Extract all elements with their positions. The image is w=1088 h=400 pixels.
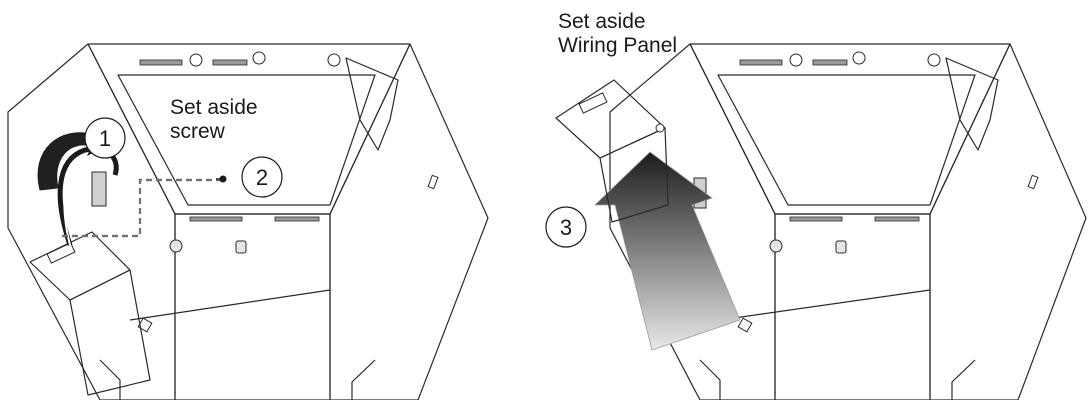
- top-hole-1: [189, 53, 203, 67]
- callout-1-number: 1: [99, 126, 111, 151]
- set-aside-screw-line1: Set aside: [170, 96, 258, 119]
- callout-3-circle: [545, 206, 587, 248]
- back-opening: [117, 74, 376, 206]
- screw-leader: [62, 178, 222, 238]
- cable-connector: [91, 171, 107, 207]
- wiring-panel-installed: [29, 231, 131, 301]
- set-aside-panel-line2: Wiring Panel: [558, 34, 677, 57]
- callout-2-number: 2: [256, 165, 268, 190]
- front-panel: [174, 213, 331, 400]
- right-side-wall-r: [929, 43, 1087, 400]
- wall-bracket: [345, 57, 399, 151]
- cable-harness: [57, 146, 119, 246]
- callout-1-circle: [84, 117, 126, 159]
- screw-icon: [216, 175, 227, 183]
- enclosure-right: [609, 43, 1087, 400]
- wiring-panel-removed: [555, 79, 669, 223]
- right-side-wall: [329, 43, 489, 400]
- top-slot-2: [212, 59, 248, 66]
- left-side-wall: [7, 43, 176, 400]
- callout-2-circle: [241, 156, 283, 198]
- top-hole-2: [252, 51, 266, 65]
- enclosure-left: [7, 43, 489, 400]
- back-wall-r: [689, 43, 1011, 215]
- step-3-arrow: [594, 151, 741, 351]
- set-aside-panel-line1: Set aside: [558, 10, 646, 33]
- top-slot-1: [139, 59, 183, 66]
- back-opening-r: [717, 74, 976, 206]
- top-hole-3: [327, 53, 341, 67]
- set-aside-screw-line2: screw: [170, 120, 226, 143]
- callout-3-number: 3: [560, 215, 572, 240]
- front-panel-r: [774, 213, 931, 400]
